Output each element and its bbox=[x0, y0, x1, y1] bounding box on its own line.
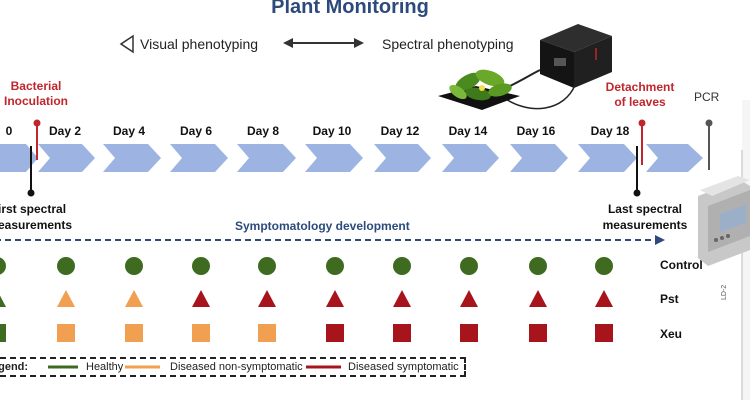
pcr-marker bbox=[705, 119, 713, 127]
timeline-chevron-8 bbox=[510, 144, 568, 172]
control-circle-day-4 bbox=[258, 257, 276, 275]
bacterial-inoculation-line-2: Inoculation bbox=[4, 94, 68, 108]
day-label-2: Day 2 bbox=[48, 124, 82, 138]
row-label-control: Control bbox=[660, 258, 703, 272]
last-spectral-line-1: Last spectral bbox=[607, 202, 683, 216]
control-circle-day-8 bbox=[529, 257, 547, 275]
day-label-14: Day 14 bbox=[448, 124, 488, 138]
day-label-4: Day 4 bbox=[112, 124, 146, 138]
timeline-chevron-0 bbox=[0, 144, 38, 172]
plant-icon bbox=[438, 69, 520, 110]
pst-triangle-day-9 bbox=[595, 290, 613, 307]
last-spectral-label: Last spectral measurements bbox=[600, 201, 690, 233]
day-label-6: Day 6 bbox=[179, 124, 213, 138]
eye-icon bbox=[119, 34, 134, 54]
svg-text:LD-2: LD-2 bbox=[721, 285, 728, 300]
bacterial-inoculation-label: Bacterial Inoculation bbox=[0, 79, 76, 109]
double-arrow-icon bbox=[283, 38, 364, 48]
spectrometer-icon bbox=[469, 24, 612, 110]
control-circle-day-3 bbox=[192, 257, 210, 275]
pst-triangle-day-6 bbox=[393, 290, 411, 307]
symptomatology-arrow bbox=[0, 235, 665, 245]
control-circle-day-9 bbox=[595, 257, 613, 275]
pcr-label: PCR bbox=[694, 90, 720, 104]
pst-triangle-day-8 bbox=[529, 290, 547, 307]
control-circle-day-6 bbox=[393, 257, 411, 275]
legend-symptomatic: Diseased symptomatic bbox=[348, 361, 459, 373]
timeline-chevron-4 bbox=[237, 144, 296, 172]
visual-phenotyping-label: Visual phenotyping bbox=[140, 36, 259, 52]
timeline-chevron-1 bbox=[38, 144, 95, 172]
legend: egend: Healthy Diseased non-symptomatic … bbox=[0, 357, 466, 377]
detachment-of-leaves-label: Detachment of leaves bbox=[600, 80, 680, 110]
symptomatology-label: Symptomatology development bbox=[235, 219, 410, 233]
timeline-chevron-2 bbox=[103, 144, 161, 172]
detachment-marker bbox=[638, 119, 646, 127]
day-label-12: Day 12 bbox=[380, 124, 420, 138]
control-circle-day-0 bbox=[0, 257, 6, 275]
xeu-square-day-5 bbox=[326, 324, 344, 342]
status-symbols bbox=[0, 257, 613, 342]
xeu-square-day-6 bbox=[393, 324, 411, 342]
pst-triangle-day-4 bbox=[258, 290, 276, 307]
xeu-square-day-4 bbox=[258, 324, 276, 342]
day-label-0: 0 bbox=[5, 124, 13, 138]
detachment-line-2: of leaves bbox=[614, 95, 666, 109]
timeline-chevron-7 bbox=[442, 144, 499, 172]
xeu-square-day-8 bbox=[529, 324, 547, 342]
control-circle-day-2 bbox=[125, 257, 143, 275]
bacterial-inoculation-line-1: Bacterial bbox=[10, 79, 62, 93]
spectral-phenotyping-label: Spectral phenotyping bbox=[382, 36, 514, 52]
control-circle-day-5 bbox=[326, 257, 344, 275]
pst-triangle-day-5 bbox=[326, 290, 344, 307]
legend-title: egend: bbox=[0, 361, 29, 373]
legend-non-symptomatic: Diseased non-symptomatic bbox=[170, 361, 303, 373]
day-label-8: Day 8 bbox=[246, 124, 280, 138]
row-label-pst: Pst bbox=[660, 292, 679, 306]
control-circle-day-7 bbox=[460, 257, 478, 275]
pst-triangle-day-7 bbox=[460, 290, 478, 307]
timeline-chevron-5 bbox=[305, 144, 363, 172]
pcr-machine-icon: LD-2 bbox=[698, 100, 750, 400]
xeu-square-day-1 bbox=[57, 324, 75, 342]
first-spectral-label: irst spectral easurements bbox=[0, 201, 72, 233]
day-label-18: Day 18 bbox=[590, 124, 630, 138]
control-circle-day-1 bbox=[57, 257, 75, 275]
row-label-xeu: Xeu bbox=[660, 327, 683, 341]
diagram-title: Plant Monitoring bbox=[271, 0, 429, 18]
timeline-chevron-3 bbox=[170, 144, 228, 172]
last-spectral-marker bbox=[633, 189, 641, 197]
xeu-square-day-7 bbox=[460, 324, 478, 342]
legend-healthy: Healthy bbox=[86, 361, 124, 373]
timeline-chevron-6 bbox=[374, 144, 431, 172]
xeu-square-day-3 bbox=[192, 324, 210, 342]
pst-triangle-day-0 bbox=[0, 295, 6, 307]
pst-triangle-day-1 bbox=[57, 290, 75, 307]
xeu-square-day-0 bbox=[0, 324, 6, 342]
day-label-10: Day 10 bbox=[312, 124, 352, 138]
pst-triangle-day-2 bbox=[125, 290, 143, 307]
first-spectral-line-2: easurements bbox=[0, 218, 73, 232]
pst-triangle-day-3 bbox=[192, 290, 210, 307]
first-spectral-marker bbox=[27, 189, 35, 197]
timeline-chevron-10 bbox=[646, 144, 703, 172]
timeline-chevron-9 bbox=[578, 144, 637, 172]
xeu-square-day-9 bbox=[595, 324, 613, 342]
inoculation-marker bbox=[33, 119, 41, 127]
day-label-16: Day 16 bbox=[516, 124, 556, 138]
first-spectral-line-1: irst spectral bbox=[0, 202, 67, 216]
last-spectral-line-2: measurements bbox=[602, 218, 688, 232]
detachment-line-1: Detachment bbox=[605, 80, 675, 94]
timeline-arrows bbox=[0, 144, 703, 172]
xeu-square-day-2 bbox=[125, 324, 143, 342]
